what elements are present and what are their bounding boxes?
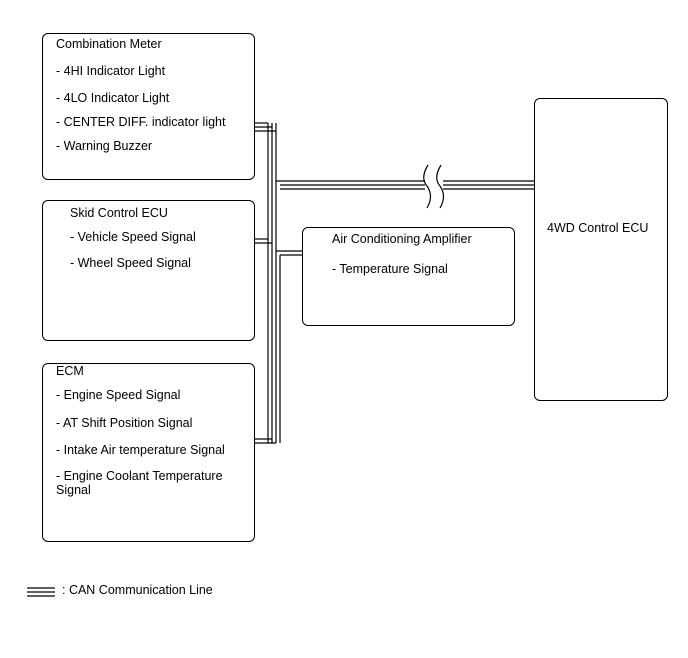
combination-meter-item: - 4HI Indicator Light: [56, 64, 166, 78]
combination-meter-box: [42, 33, 255, 180]
ecm-box: [42, 363, 255, 542]
line-break-symbol: [423, 164, 445, 209]
combination-meter-item: - Warning Buzzer: [56, 139, 153, 153]
combination-meter-title: Combination Meter: [56, 37, 162, 51]
ecm-item: - AT Shift Position Signal: [56, 416, 193, 430]
control-ecu-4wd-box: [534, 98, 668, 401]
ecm-title: ECM: [56, 364, 84, 378]
ecm-item: - Intake Air temperature Signal: [56, 443, 225, 457]
ecm-item: - Engine Coolant Temperature Signal: [56, 469, 223, 497]
combination-meter-item: - 4LO Indicator Light: [56, 91, 170, 105]
combination-meter-item: - CENTER DIFF. indicator light: [56, 115, 226, 129]
control-ecu-4wd-title: 4WD Control ECU: [547, 221, 649, 235]
air-conditioning-amplifier-item: - Temperature Signal: [332, 262, 448, 276]
ecm-item: - Engine Speed Signal: [56, 388, 181, 402]
skid-control-ecu-box: [42, 200, 255, 341]
air-conditioning-amplifier-box: [302, 227, 515, 326]
legend-can-line-symbol: [27, 587, 55, 597]
air-conditioning-amplifier-title: Air Conditioning Amplifier: [332, 232, 472, 246]
skid-control-ecu-item: - Wheel Speed Signal: [70, 256, 191, 270]
skid-control-ecu-item: - Vehicle Speed Signal: [70, 230, 196, 244]
skid-control-ecu-title: Skid Control ECU: [70, 206, 168, 220]
legend-label: : CAN Communication Line: [62, 583, 213, 597]
